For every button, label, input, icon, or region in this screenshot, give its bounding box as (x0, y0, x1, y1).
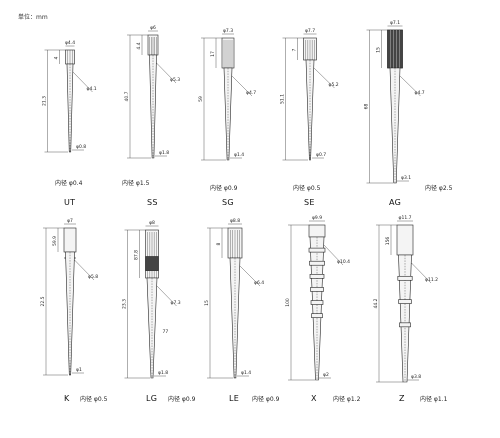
tip-se-mid-leader (313, 67, 335, 89)
tip-sg-label: SG (222, 198, 234, 207)
tip-ss-length-value: 40.7 (124, 91, 130, 101)
tip-se-length-value: 51.1 (280, 94, 286, 104)
tip-x-mid-diameter: φ10.4 (337, 259, 350, 265)
tip-k-top-diameter: φ7 (67, 218, 73, 224)
tip-x-length-value: 100 (285, 298, 291, 307)
tip-se-top-diameter: φ7.7 (305, 28, 315, 34)
tip-sg-top-diameter: φ7.3 (223, 28, 233, 34)
tip-x-inner-diameter-note: 内径 φ1.2 (333, 396, 361, 403)
tip-le-top-diameter: φ8.8 (230, 218, 240, 224)
tip-lg-label: LG (146, 394, 158, 403)
tip-se-collar-value: 7 (292, 48, 298, 51)
tip-sg-length-value: 59 (198, 96, 204, 102)
tip-z-segment (397, 275, 413, 281)
tip-x-segment (309, 260, 325, 266)
tip-x-segment (311, 313, 323, 318)
tip-ut-length-value: 21.3 (42, 96, 48, 106)
tip-z-segment (398, 299, 412, 304)
unit-note: 単位：mm (18, 14, 48, 21)
tip-ss-mid-diameter: φ5.3 (170, 77, 180, 83)
tip-z-head (396, 224, 414, 256)
tip-sg-mid-diameter: φ4.7 (246, 90, 256, 96)
tip-z-length-value: 44.2 (373, 298, 379, 308)
tip-ag-mid-diameter: φ4.7 (415, 90, 425, 96)
tip-le-label: LE (229, 394, 240, 403)
tip-lg-inner-diameter-note: 内径 φ0.9 (168, 396, 196, 403)
tip-ss-collar-value: 4.4 (136, 42, 142, 49)
tip-ut-tip-diameter: φ0.8 (76, 144, 86, 150)
tip-ss-top-diameter: φ6 (150, 25, 156, 31)
tip-ag-collar-value: 15 (376, 47, 382, 53)
tip-x-segment (309, 274, 325, 279)
tip-k-length-value: 22.5 (40, 296, 46, 306)
tip-se-label: SE (304, 198, 315, 207)
tip-ag-label: AG (389, 198, 402, 207)
tip-se-inner-diameter-note: 内径 φ0.5 (293, 185, 321, 192)
tip-sg-tip-diameter: φ1.4 (234, 152, 244, 158)
tip-le-length-value: 15 (204, 300, 210, 306)
tip-lg-extra-value: 77 (163, 329, 169, 335)
tip-z-inner-diameter-note: 内径 φ1.1 (420, 396, 448, 403)
tip-le-tip-diameter: φ1.4 (241, 370, 251, 376)
tip-le-inner-diameter-note: 内径 φ0.9 (252, 396, 280, 403)
tip-ag-inner-diameter-note: 内径 φ2.5 (425, 185, 453, 192)
tip-k-mid-leader (74, 259, 95, 281)
tip-z-mid-diameter: φ11.2 (425, 277, 438, 283)
tip-x-segment (310, 300, 324, 305)
tip-lg-mid-leader (156, 285, 177, 307)
tip-ss-tip-diameter: φ1.8 (159, 150, 169, 156)
tip-z-top-diameter: φ11.7 (399, 215, 412, 221)
tip-le-mid-leader (239, 265, 261, 287)
tip-x-head (308, 224, 326, 238)
tip-ut-top-diameter: φ4.4 (65, 40, 75, 46)
tip-k-label: K (64, 394, 70, 403)
tip-z-tip-diameter: φ3.8 (411, 374, 421, 380)
tip-sg-mid-leader (231, 75, 253, 97)
tip-lg-top-diameter: φ8 (149, 220, 155, 226)
tip-z-mid-leader (411, 262, 432, 284)
tip-k-inner-diameter-note: 内径 φ0.5 (80, 396, 108, 403)
tip-x-segment (308, 247, 326, 253)
tip-x-label: X (311, 394, 317, 403)
tip-ut-inner-diameter-note: 内径 φ0.4 (55, 180, 83, 187)
tip-ss-label: SS (147, 198, 158, 207)
tip-x-segment (310, 287, 324, 292)
tip-lg-grip (145, 256, 159, 271)
tip-le-mid-diameter: φ6.4 (254, 280, 264, 286)
tip-sg-inner-diameter-note: 内径 φ0.9 (210, 185, 238, 192)
tip-k-tip-diameter: φ1 (76, 367, 82, 373)
tip-se-mid-diameter: φ5.2 (329, 82, 339, 88)
tip-x-mid-leader (323, 244, 344, 266)
tip-k-body (65, 251, 75, 376)
tip-z-collar-value: 156 (385, 237, 391, 246)
tip-ag-length-value: 68 (364, 104, 370, 110)
tip-ut-collar-value: 4 (54, 56, 60, 59)
tip-ag-mid-leader (399, 75, 421, 97)
tip-lg-collar-value: 87.8 (134, 250, 140, 260)
tip-lg-mid-diameter: φ7.3 (171, 300, 181, 306)
tip-k-collar-value: 59.9 (52, 236, 58, 246)
tip-ut-mid-diameter: φ4.1 (87, 86, 97, 92)
tip-z-label: Z (399, 394, 405, 403)
tip-ag-top-diameter: φ7.1 (390, 20, 400, 26)
tip-ss-inner-diameter-note: 内径 φ1.5 (122, 180, 150, 187)
tip-k-head (63, 227, 77, 253)
tip-ag-collar-dark (387, 29, 403, 69)
tip-z-segment (399, 322, 411, 328)
tip-lg-length-value: 23.3 (122, 299, 128, 309)
tip-se-tip-diameter: φ0.7 (316, 152, 326, 158)
tip-lg-tip-diameter: φ1.8 (158, 370, 168, 376)
tip-x-top-diameter: φ9.9 (312, 215, 322, 221)
tip-ut-label: UT (64, 198, 76, 207)
tip-le-collar-value: 8 (216, 242, 222, 245)
tip-ut-mid-leader (72, 71, 93, 93)
tip-ss-mid-leader (156, 62, 177, 84)
tip-k-mid-diameter: φ5.8 (88, 274, 98, 280)
tip-x-tip-diameter: φ2 (323, 372, 329, 378)
tip-ag-tip-diameter: φ3.1 (401, 175, 411, 181)
tip-sg-collar-value: 17 (210, 51, 216, 57)
